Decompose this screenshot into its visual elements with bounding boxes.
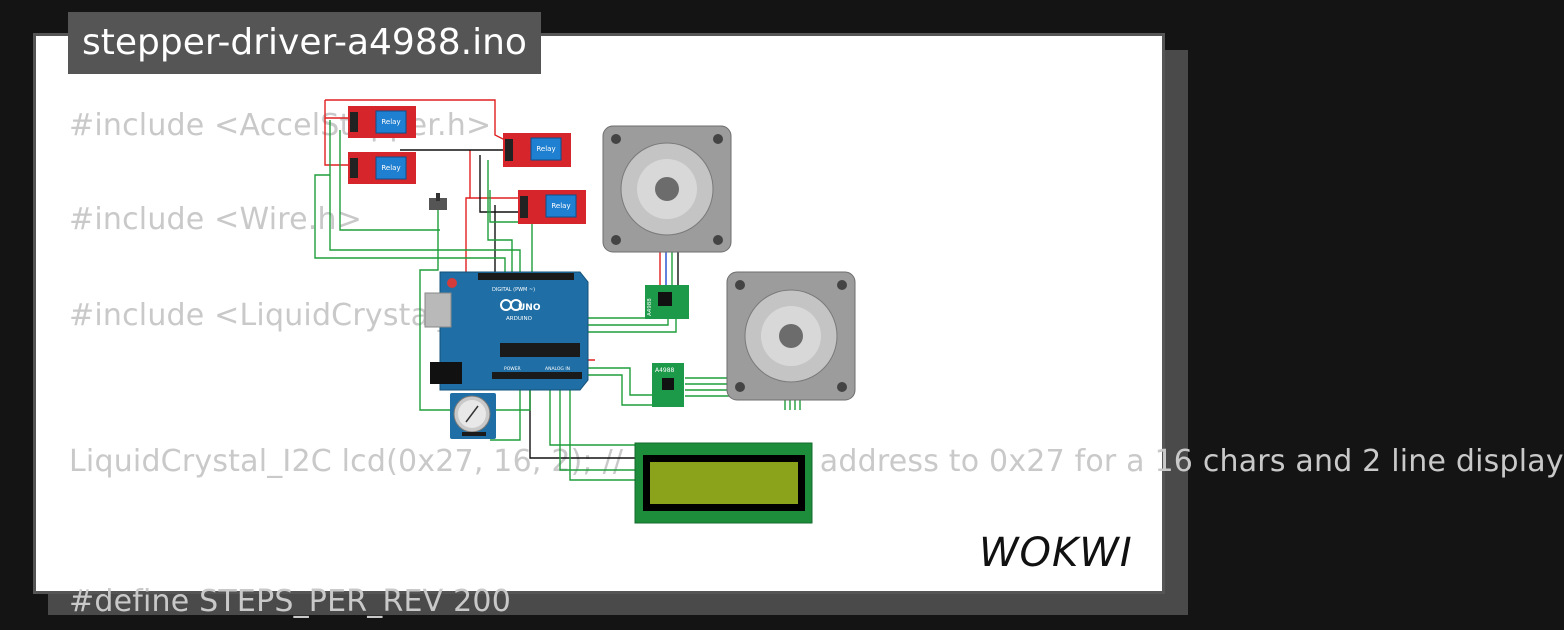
lcd-1602-display [634, 442, 813, 524]
analog-header-label: ANALOG IN [545, 366, 570, 372]
relay-label: Relay [536, 145, 555, 153]
relay-module-1: Relay [348, 106, 416, 138]
a4988-driver-1: A4988 [645, 285, 689, 319]
circuit-diagram: Relay Relay Relay Relay DIGITAL (PWM ~) … [314, 99, 856, 524]
relay-label: Relay [551, 202, 570, 210]
wires [314, 99, 801, 481]
project-title: stepper-driver-a4988.ino [68, 12, 541, 74]
wokwi-logo-text: WOKWI [979, 530, 1133, 576]
relay-label: Relay [381, 118, 400, 126]
a4988-driver-2: A4988 [652, 363, 684, 407]
relay-module-4: Relay [518, 190, 586, 224]
code-line-5: #define STEPS_PER_REV 200 [69, 584, 512, 619]
relay-module-3: Relay [503, 133, 571, 167]
preview-card: #include <AccelStepper.h> #include <Wire… [33, 33, 1564, 619]
arduino-uno-board: DIGITAL (PWM ~) UNO ARDUINO POWER ANALOG… [424, 271, 589, 391]
digital-header-label: DIGITAL (PWM ~) [492, 287, 535, 293]
slide-switch [429, 193, 447, 210]
board-name: UNO [518, 303, 541, 313]
driver-label: A4988 [655, 367, 675, 374]
stepper-motor-1 [602, 125, 732, 253]
code-line-4: LiquidCrystal_I2C lcd(0x27, 16, 2); // s… [69, 444, 1564, 479]
potentiometer [450, 393, 496, 439]
driver-label: A4988 [647, 298, 653, 316]
arduino-infinity-logo [500, 299, 522, 311]
power-header-label: POWER [504, 366, 521, 372]
relay-label: Relay [381, 164, 400, 172]
relay-module-2: Relay [348, 152, 416, 184]
wokwi-logo: WOKWI [979, 530, 1133, 576]
board-brand: ARDUINO [506, 316, 533, 322]
code-line-1: #include <AccelStepper.h> [69, 108, 492, 143]
code-line-2: #include <Wire.h> [69, 202, 363, 237]
stepper-motor-2 [726, 271, 856, 401]
